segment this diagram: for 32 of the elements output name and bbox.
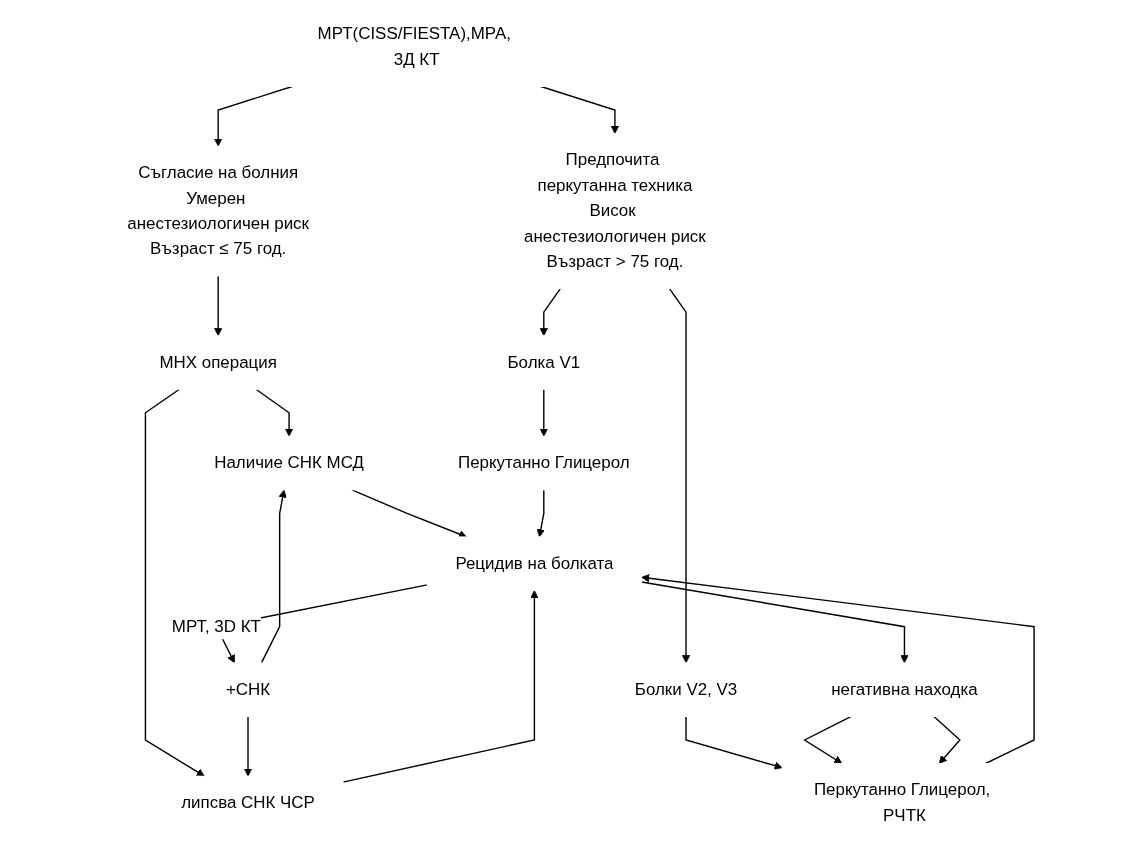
node-text: Наличие СНК МСД [214,453,364,473]
node-text: негативна находка [831,679,978,699]
node-text: +СНК [225,679,271,699]
arrow [933,715,961,764]
arrow [214,275,223,337]
arrow [214,85,293,147]
arrow [540,85,620,134]
node-text: Рецидив на болката [455,553,614,573]
node-text: МРТ(CISS/FIESTA),МРА, 3Д КТ [317,24,511,69]
node-text: МНХ операция [159,352,277,372]
arrow [342,590,539,783]
node-text: Съгласие на болния Умерен анестезиологичен риск Възраст ≤ 75 год. [127,163,309,259]
node-text: Перкутанно Глицерол, РЧТК [813,780,991,825]
node-text: Болки V2, V3 [634,679,738,699]
arrow [536,489,545,538]
node-text: Перкутанно Глицерол [457,453,630,473]
arrow [351,489,467,538]
node-text: Предпочита перкутанна техника Висок анестезиологичен риск Възраст > 75 год. [524,150,706,271]
arrow [668,287,691,664]
arrow [243,715,253,777]
arrow [260,489,287,664]
edge-label: МРТ, 3D КТ [171,616,261,636]
arrow [685,715,783,770]
arrow [539,388,548,437]
arrow [803,715,852,764]
node-text: липсва СНК ЧСР [181,793,315,812]
arrow [641,574,1035,765]
arrow [539,287,562,337]
node-text: Болка V1 [507,352,581,372]
arrow [640,581,909,664]
arrow [144,388,205,777]
arrow [255,388,294,437]
